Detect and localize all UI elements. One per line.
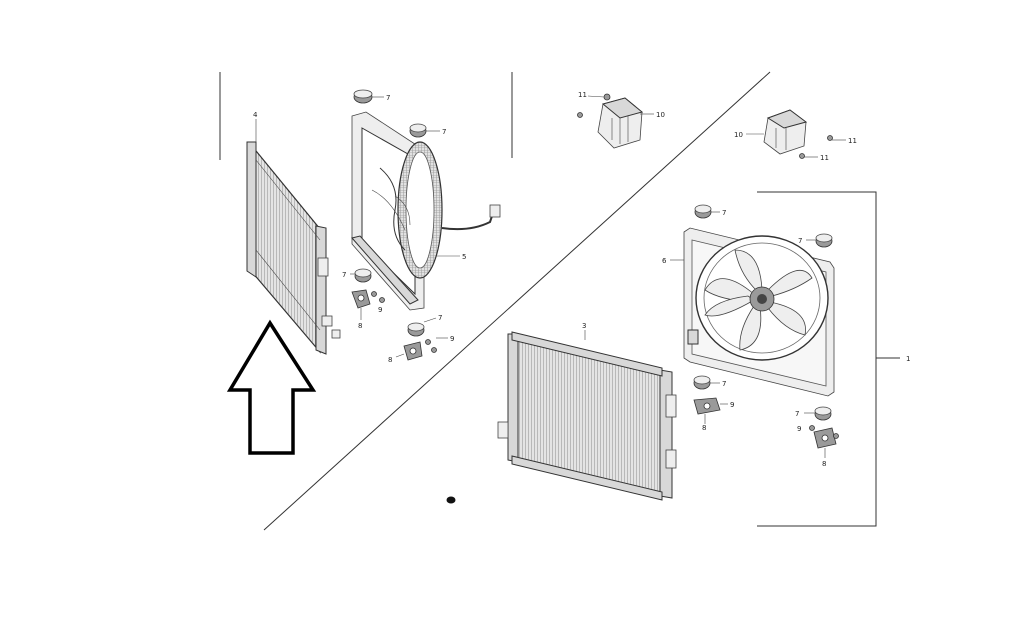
callout-7-left-bottom: 7 (438, 314, 442, 322)
callout-9-right-b: 9 (797, 425, 801, 433)
bolt-right-b (833, 433, 839, 439)
callout-11-right-a: 11 (848, 137, 857, 145)
bolt-left-a2 (379, 297, 385, 303)
callout-7-left-top: 7 (386, 94, 390, 102)
callout-8-right-a: 8 (702, 424, 706, 432)
fan-control-module-right (763, 109, 833, 159)
bracket-right-a (693, 397, 721, 415)
rubber-mount-left-mid (409, 123, 427, 138)
rubber-mount-right-top (694, 204, 712, 219)
callout-8-left-b: 8 (388, 356, 392, 364)
callout-7-right-low: 7 (795, 410, 799, 418)
callout-4: 4 (253, 111, 258, 119)
fan-shroud-left (351, 111, 501, 311)
callout-7-left-low: 7 (342, 271, 346, 279)
radiator-left (246, 141, 341, 355)
callout-11-left: 11 (578, 91, 587, 99)
callout-5: 5 (462, 253, 466, 261)
rubber-mount-left-bottom (407, 322, 425, 337)
callout-1: 1 (906, 355, 910, 363)
rubber-mount-right-mid (693, 375, 711, 390)
callout-10-right: 10 (734, 131, 743, 139)
up-arrow-icon (226, 319, 317, 455)
callout-8-left-a: 8 (358, 322, 362, 330)
callout-10-left: 10 (656, 111, 665, 119)
callout-9-left-a: 9 (378, 306, 382, 314)
bracket-left-b (403, 341, 423, 361)
bolt-left-b1 (425, 339, 431, 345)
bolt-left-b2 (431, 347, 437, 353)
callout-7-left-mid: 7 (442, 128, 446, 136)
bolt-left-a1 (371, 291, 377, 297)
bracket-right-b (813, 427, 837, 449)
callout-3: 3 (582, 322, 586, 330)
callout-9-right-a: 9 (730, 401, 734, 409)
callout-8-right-b: 8 (822, 460, 826, 468)
leader-lines (255, 95, 846, 458)
rubber-mount-right-low (814, 406, 832, 421)
fan-control-module-left (577, 93, 644, 149)
rubber-mount-left-top (353, 89, 373, 104)
callout-11-right-b: 11 (820, 154, 829, 162)
assembly-bracket (757, 191, 877, 527)
callout-7-right-mid: 7 (722, 380, 726, 388)
callout-6: 6 (662, 257, 667, 265)
divider-diagonal (263, 71, 771, 531)
callout-9-left-b: 9 (450, 335, 454, 343)
callout-7-right-topright: 7 (798, 237, 802, 245)
callout-7-right-top: 7 (722, 209, 726, 217)
reference-dot (446, 496, 456, 504)
condenser-right (497, 331, 677, 501)
rubber-mount-left-low (354, 268, 372, 283)
fan-shroud-right (683, 227, 835, 397)
bolt-right-a (809, 425, 815, 431)
bracket-left-a (351, 289, 371, 309)
rubber-mount-right-topright (815, 233, 833, 248)
